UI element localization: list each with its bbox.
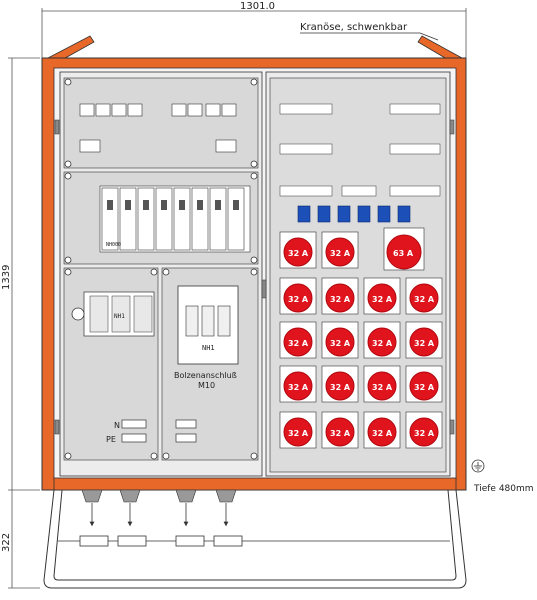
- cable-glands: [81, 489, 237, 503]
- ground-icon: [471, 459, 485, 473]
- blue-sockets: [297, 205, 411, 223]
- socket-label: 32 A: [288, 383, 309, 392]
- dimension-lines: [8, 8, 467, 589]
- socket-grid: 32 A 32 A 32 A 32 A 32 A 32 A 32 A 32 A …: [279, 277, 443, 449]
- door-hinges: [54, 119, 455, 435]
- socket-label: 32 A: [414, 339, 435, 348]
- nh1-fuse-switch: NH1: [71, 291, 155, 337]
- stand-crossbar: [58, 535, 450, 547]
- pe-label: PE: [106, 435, 116, 444]
- n-pe-bars: [121, 419, 197, 443]
- stand-frame: [43, 489, 467, 589]
- fuse-strip-label: NH000: [106, 242, 121, 248]
- socket-label: 32 A: [288, 339, 309, 348]
- n-label: N: [114, 421, 120, 430]
- socket-label: 32 A: [330, 295, 351, 304]
- arrow-down-icon: [89, 503, 229, 527]
- socket-label: 32 A: [288, 429, 309, 438]
- width-dimension: 1301.0: [240, 1, 275, 12]
- right-panel-breakers: [279, 103, 441, 197]
- bolt-connection-size: M10: [198, 381, 215, 390]
- height-dimension: 1339: [1, 265, 12, 290]
- socket-label: 32 A: [414, 429, 435, 438]
- socket-label: 32 A: [288, 295, 309, 304]
- socket-label: 32 A: [372, 383, 393, 392]
- socket-label: 32 A: [330, 383, 351, 392]
- socket-label: 63 A: [393, 249, 414, 258]
- depth-label: Tiefe 480mm: [473, 484, 534, 494]
- bolt-connection-label: Bolzenanschluß: [174, 371, 237, 380]
- load-switch-label: NH1: [202, 344, 215, 352]
- socket-label: 32 A: [414, 295, 435, 304]
- socket-label: 32 A: [372, 429, 393, 438]
- fuse-strip: NH000: [99, 185, 251, 253]
- socket-row-1: 32 A 32 A 63 A: [279, 227, 425, 271]
- fuse-switch-label: NH1: [114, 313, 125, 320]
- socket-label: 32 A: [288, 249, 309, 258]
- socket-label: 32 A: [330, 249, 351, 258]
- right-door: [265, 71, 451, 477]
- socket-label: 32 A: [330, 339, 351, 348]
- left-door: [59, 71, 263, 477]
- socket-label: 32 A: [372, 295, 393, 304]
- cabinet-base: [53, 477, 457, 491]
- nh1-load-switch: NH1: [177, 285, 239, 365]
- panel-screws: [64, 78, 258, 460]
- socket-label: 32 A: [414, 383, 435, 392]
- stand-dimension: 322: [1, 533, 12, 552]
- top-left-breakers: [79, 103, 237, 153]
- socket-label: 32 A: [330, 429, 351, 438]
- crane-eye-label: Kranöse, schwenkbar: [300, 22, 408, 33]
- socket-label: 32 A: [372, 339, 393, 348]
